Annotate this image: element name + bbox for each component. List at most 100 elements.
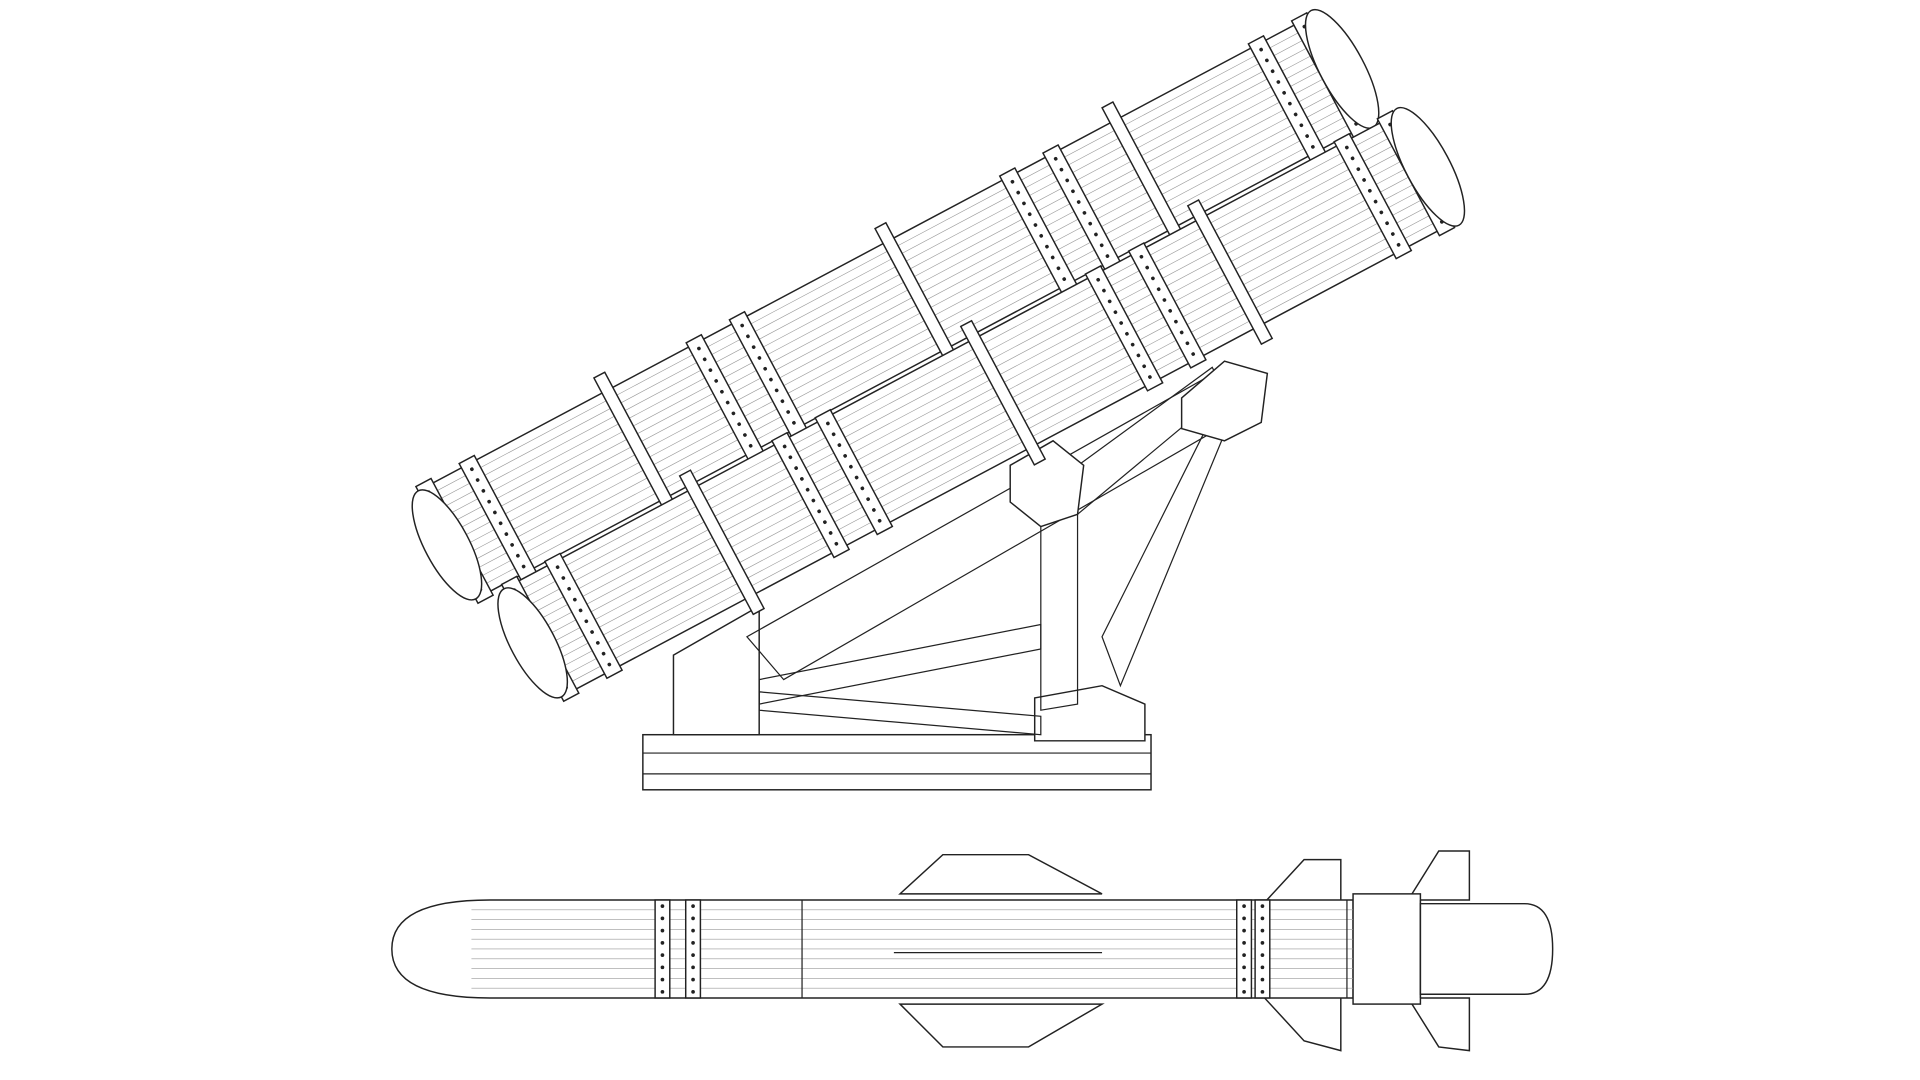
ring-bolt bbox=[1276, 80, 1281, 84]
ring-bolt bbox=[1059, 167, 1064, 172]
ring-bolt bbox=[1242, 965, 1246, 970]
ring-bolt bbox=[1010, 179, 1015, 184]
ring-bolt bbox=[1148, 375, 1152, 379]
ring-bolt bbox=[786, 410, 791, 414]
missile-ring bbox=[1254, 899, 1271, 999]
ring-bolt bbox=[743, 433, 747, 437]
ring-bolt bbox=[1119, 321, 1124, 325]
ring-bolt bbox=[1136, 353, 1141, 358]
ring-bolt bbox=[1174, 319, 1178, 324]
ring-bolt bbox=[691, 916, 695, 921]
ring-bolt bbox=[1125, 331, 1129, 336]
ring-bolt bbox=[1379, 210, 1384, 215]
ring-bolt bbox=[1056, 266, 1061, 271]
tube-hatch-line bbox=[544, 194, 1432, 667]
ring-bolt bbox=[1390, 232, 1395, 236]
ring-bolt bbox=[877, 518, 882, 523]
ring-bolt bbox=[1107, 299, 1112, 304]
tube-hatch-line bbox=[532, 171, 1420, 644]
ring-bolt bbox=[714, 379, 719, 383]
ring-bolt bbox=[782, 444, 787, 449]
ring-bolt bbox=[849, 464, 853, 469]
ring-bolt bbox=[1305, 134, 1309, 138]
ring-bolt bbox=[811, 498, 816, 503]
tube-clamp bbox=[959, 319, 1047, 466]
tube-hatch-line bbox=[507, 124, 1395, 597]
ring-bolt bbox=[1242, 990, 1246, 994]
ring-bolt bbox=[498, 521, 503, 526]
tube-ring bbox=[770, 431, 851, 559]
ring-bolt bbox=[481, 489, 486, 493]
ring-bolt bbox=[866, 497, 870, 501]
ring-bolt bbox=[826, 421, 830, 426]
ring-bolt bbox=[1368, 188, 1372, 193]
ring-bolt bbox=[1113, 310, 1118, 315]
tube-hatch-line bbox=[463, 104, 1351, 577]
ring-bolt bbox=[1260, 904, 1265, 908]
ring-bolt bbox=[1156, 287, 1161, 292]
ring-bolt bbox=[737, 422, 742, 427]
ring-bolt bbox=[1260, 928, 1265, 933]
ring-bolt bbox=[691, 953, 695, 957]
tube-hatch-line bbox=[516, 140, 1403, 613]
ring-bolt bbox=[1102, 288, 1106, 293]
ring-bolt bbox=[1385, 221, 1389, 226]
ring-bolt bbox=[702, 357, 707, 362]
tube-hatch-line bbox=[446, 73, 1334, 546]
tube-hatch-line bbox=[528, 163, 1416, 636]
ring-bolt bbox=[872, 508, 876, 512]
ring-bolt bbox=[1282, 90, 1286, 95]
missile-ring bbox=[654, 899, 671, 999]
ring-bolt bbox=[660, 928, 665, 933]
tube-end-cap bbox=[411, 489, 483, 601]
tube-hatch-line bbox=[467, 111, 1355, 584]
ring-bolt bbox=[1142, 364, 1147, 369]
ring-bolt bbox=[1179, 330, 1184, 335]
ring-bolt bbox=[691, 965, 695, 970]
ring-bolt bbox=[1242, 928, 1246, 933]
ring-bolt bbox=[1050, 255, 1055, 260]
tube-end-cap bbox=[497, 587, 569, 699]
tube-hatch-line bbox=[426, 34, 1314, 507]
ring-bolt bbox=[504, 532, 509, 536]
ring-bolt bbox=[748, 443, 753, 448]
tube-hatch-line bbox=[536, 178, 1424, 651]
ring-bolt bbox=[1082, 211, 1087, 215]
ring-bolt bbox=[1105, 254, 1110, 258]
ring-bolt bbox=[1130, 342, 1135, 347]
tube-ring bbox=[814, 408, 894, 536]
ring-bolt bbox=[757, 356, 762, 360]
ring-bolt bbox=[660, 990, 665, 994]
ring-bolt bbox=[691, 990, 695, 994]
launch-tubes bbox=[411, 8, 1466, 703]
ring-bolt bbox=[1027, 212, 1032, 217]
ring-bolt bbox=[800, 477, 804, 481]
ring-bolt bbox=[516, 553, 520, 558]
tube-hatch-line bbox=[459, 96, 1346, 569]
ring-bolt bbox=[1099, 243, 1104, 248]
ring-bolt bbox=[731, 411, 736, 416]
ring-bolt bbox=[708, 368, 713, 372]
tube-hatch-line bbox=[524, 155, 1412, 628]
ring-bolt bbox=[740, 323, 745, 328]
ring-bolt bbox=[1260, 965, 1265, 970]
ring-bolt bbox=[1022, 201, 1026, 206]
tube-clamp bbox=[1186, 199, 1274, 346]
ring-bolt bbox=[567, 586, 571, 591]
tube-ring bbox=[1127, 242, 1207, 369]
ring-bolt bbox=[837, 443, 842, 447]
ring-bolt bbox=[660, 953, 665, 957]
ring-bolt bbox=[510, 543, 514, 547]
tube-hatch-line bbox=[442, 65, 1330, 538]
missile-ring bbox=[684, 899, 702, 999]
ring-bolt bbox=[1311, 145, 1315, 149]
ring-bolt bbox=[1356, 167, 1361, 171]
ring-bolt bbox=[660, 965, 665, 970]
ring-bolt bbox=[1345, 145, 1349, 150]
launch-tube bbox=[497, 106, 1466, 703]
ring-bolt bbox=[555, 565, 560, 570]
ring-bolt bbox=[725, 400, 730, 405]
ring-bolt bbox=[780, 399, 785, 404]
ring-bolt bbox=[660, 977, 665, 982]
tube-hatch-line bbox=[540, 186, 1428, 659]
